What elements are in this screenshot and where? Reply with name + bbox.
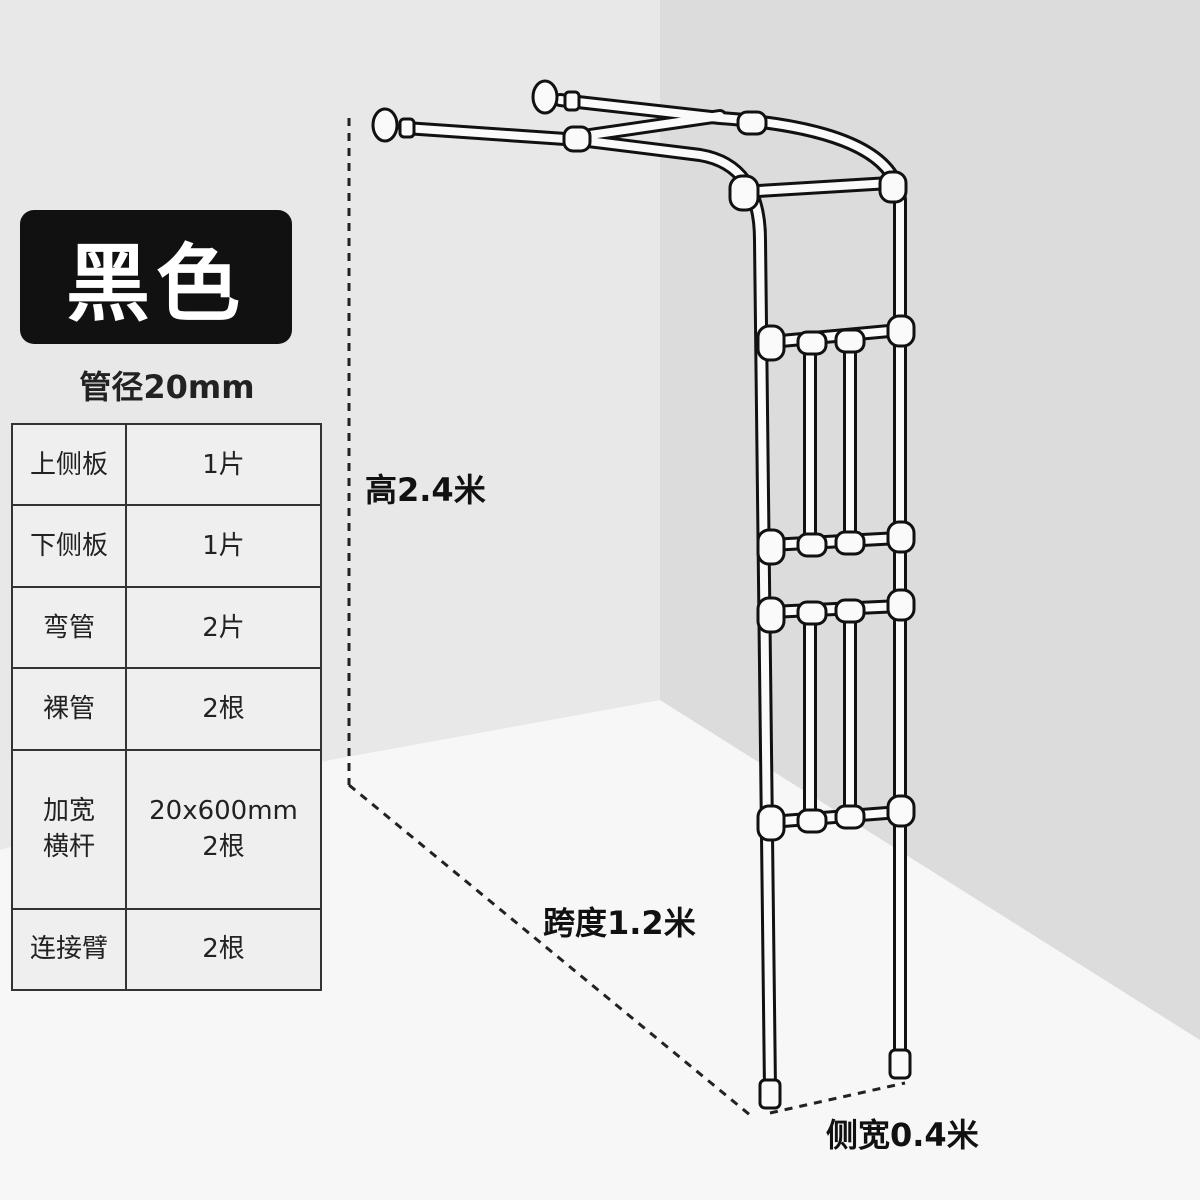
part-name: 弯管 [11,585,127,670]
trellis-frame [371,79,916,1110]
part-quantity: 1片 [125,504,322,588]
span-dimension-label: 跨度1.2米 [543,904,696,942]
span-line [348,783,751,1117]
dimension-lines [347,118,906,1117]
rung-joints [756,314,916,842]
side-width-dimension-label: 侧宽0.4米 [826,1116,979,1154]
height-dimension-label: 高2.4米 [365,471,486,509]
part-name: 下侧板 [11,504,127,588]
pipe-diameter-label: 管径20mm [79,368,255,406]
part-name: 上侧板 [11,422,127,507]
part-name: 裸管 [11,667,127,751]
part-quantity: 1片 [125,422,322,507]
color-badge: 黑色 [20,210,292,344]
part-quantity: 2根 [125,667,322,751]
part-name: 连接臂 [11,907,127,992]
part-name: 加宽横杆 [11,748,127,910]
part-quantity: 2根 [125,907,322,992]
part-quantity: 2片 [125,585,322,670]
side-wall-shade [660,0,1200,1040]
